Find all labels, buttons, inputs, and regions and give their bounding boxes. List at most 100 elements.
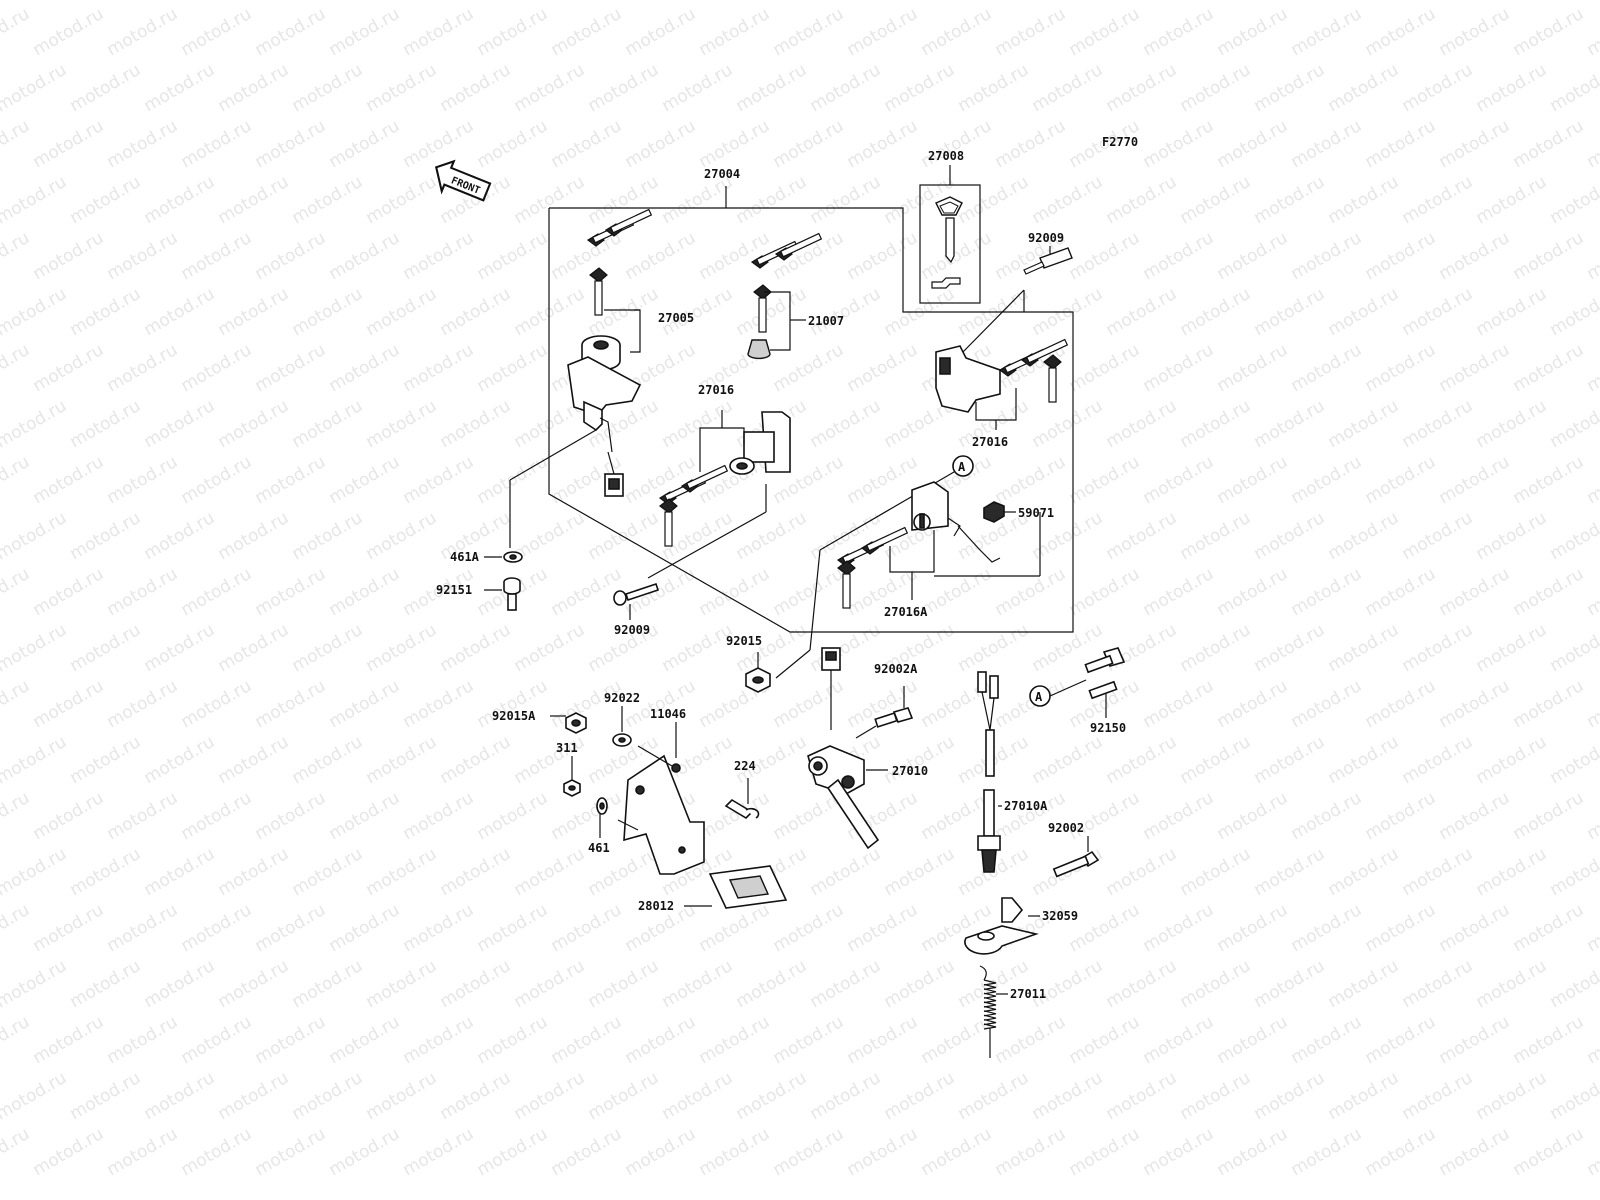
- label-27016-right[interactable]: 27016: [972, 435, 1008, 449]
- watermark-text: motod.ru: [363, 172, 441, 228]
- ignition-keys-27005: [587, 208, 652, 353]
- watermark-text: motod.ru: [1029, 172, 1107, 228]
- label-27016A[interactable]: 27016A: [884, 605, 928, 619]
- spring-coil-segment: [983, 1001, 997, 1008]
- watermark-text: motod.ru: [1473, 396, 1551, 452]
- watermark-text: motod.ru: [807, 620, 885, 676]
- watermark-text: motod.ru: [1547, 172, 1600, 228]
- watermark-text: motod.ru: [215, 172, 293, 228]
- watermark-text: motod.ru: [1547, 396, 1600, 452]
- label-27004[interactable]: 27004: [704, 167, 740, 181]
- watermark-text: motod.ru: [215, 396, 293, 452]
- label-461A[interactable]: 461A: [450, 550, 480, 564]
- watermark-text: motod.ru: [326, 900, 404, 956]
- watermark-text: motod.ru: [1214, 788, 1292, 844]
- label-92015A[interactable]: 92015A: [492, 709, 536, 723]
- label-92150[interactable]: 92150: [1090, 721, 1126, 735]
- watermark-text: motod.ru: [1436, 676, 1514, 732]
- label-59071[interactable]: 59071: [1018, 506, 1054, 520]
- sensor-27010A: [977, 671, 1002, 873]
- watermark-text: motod.ru: [215, 60, 293, 116]
- watermark-text: motod.ru: [178, 228, 256, 284]
- label-11046[interactable]: 11046: [650, 707, 686, 721]
- watermark-text: motod.ru: [30, 452, 108, 508]
- watermark-text: motod.ru: [992, 1124, 1070, 1180]
- watermark-text: motod.ru: [326, 564, 404, 620]
- watermark-text: motod.ru: [141, 0, 219, 4]
- label-92151[interactable]: 92151: [436, 583, 472, 597]
- watermark-text: motod.ru: [1029, 732, 1107, 788]
- label-92015[interactable]: 92015: [726, 634, 762, 648]
- watermark-text: motod.ru: [0, 900, 33, 956]
- figure-code: F2770: [1102, 135, 1138, 149]
- label-27005[interactable]: 27005: [658, 311, 694, 325]
- label-27016-left[interactable]: 27016: [698, 383, 734, 397]
- watermark-text: motod.ru: [1103, 60, 1181, 116]
- screw-92009-bottom: [613, 582, 660, 620]
- watermark-text: motod.ru: [733, 172, 811, 228]
- watermark-text: motod.ru: [1473, 956, 1551, 1012]
- watermark-text: motod.ru: [289, 620, 367, 676]
- watermark-text: motod.ru: [1584, 116, 1600, 172]
- label-461[interactable]: 461: [588, 841, 610, 855]
- watermark-text: motod.ru: [1177, 844, 1255, 900]
- label-32059[interactable]: 32059: [1042, 909, 1078, 923]
- watermark-text: motod.ru: [0, 1012, 33, 1068]
- watermark-text: motod.ru: [918, 1124, 996, 1180]
- watermark-text: motod.ru: [548, 900, 626, 956]
- watermark-text: motod.ru: [0, 1124, 33, 1180]
- watermark-text: motod.ru: [733, 1068, 811, 1124]
- watermark-text: motod.ru: [1510, 340, 1588, 396]
- label-311[interactable]: 311: [556, 741, 578, 755]
- watermark-text: motod.ru: [1436, 1012, 1514, 1068]
- watermark-text: motod.ru: [400, 228, 478, 284]
- watermark-text: motod.ru: [1362, 564, 1440, 620]
- watermark-text: motod.ru: [0, 844, 70, 900]
- watermark-text: motod.ru: [363, 732, 441, 788]
- label-27008[interactable]: 27008: [928, 149, 964, 163]
- watermark-text: motod.ru: [400, 788, 478, 844]
- watermark-text: motod.ru: [1140, 4, 1218, 60]
- watermark-text: motod.ru: [1251, 844, 1329, 900]
- watermark-text: motod.ru: [0, 228, 33, 284]
- callout-a-lower-letter: A: [1035, 690, 1043, 704]
- watermark-text: motod.ru: [1103, 620, 1181, 676]
- watermark-text: motod.ru: [0, 116, 33, 172]
- watermark-text: motod.ru: [659, 620, 737, 676]
- watermark-text: motod.ru: [1399, 60, 1477, 116]
- watermark-text: motod.ru: [1177, 508, 1255, 564]
- label-92022[interactable]: 92022: [604, 691, 640, 705]
- label-21007[interactable]: 21007: [808, 314, 844, 328]
- watermark-text: motod.ru: [1510, 1012, 1588, 1068]
- label-92002A[interactable]: 92002A: [874, 662, 918, 676]
- label-28012[interactable]: 28012: [638, 899, 674, 913]
- watermark-text: motod.ru: [1140, 564, 1218, 620]
- watermark-text: motod.ru: [733, 620, 811, 676]
- label-27010[interactable]: 27010: [892, 764, 928, 778]
- watermark-text: motod.ru: [1473, 284, 1551, 340]
- watermark-text: motod.ru: [67, 60, 145, 116]
- watermark-text: motod.ru: [1066, 1124, 1144, 1180]
- watermark-text: motod.ru: [1140, 228, 1218, 284]
- watermark-text: motod.ru: [1066, 4, 1144, 60]
- watermark-text: motod.ru: [178, 1012, 256, 1068]
- watermark-text: motod.ru: [511, 956, 589, 1012]
- label-224[interactable]: 224: [734, 759, 756, 773]
- watermark-text: motod.ru: [0, 788, 33, 844]
- label-27011[interactable]: 27011: [1010, 987, 1046, 1001]
- watermark-text: motod.ru: [0, 60, 70, 116]
- watermark-text: motod.ru: [400, 1124, 478, 1180]
- watermark-text: motod.ru: [437, 284, 515, 340]
- label-92009-bottom[interactable]: 92009: [614, 623, 650, 637]
- label-92009-top[interactable]: 92009: [1028, 231, 1064, 245]
- watermark-text: motod.ru: [1103, 284, 1181, 340]
- washer-461: [596, 797, 608, 838]
- label-92002[interactable]: 92002: [1048, 821, 1084, 835]
- watermark-text: motod.ru: [1251, 60, 1329, 116]
- label-27010A[interactable]: 27010A: [1004, 799, 1048, 813]
- watermark-text: motod.ru: [585, 956, 663, 1012]
- watermark-text: motod.ru: [1103, 956, 1181, 1012]
- watermark-text: motod.ru: [104, 452, 182, 508]
- watermark-text: motod.ru: [252, 228, 330, 284]
- watermark-text: motod.ru: [1399, 844, 1477, 900]
